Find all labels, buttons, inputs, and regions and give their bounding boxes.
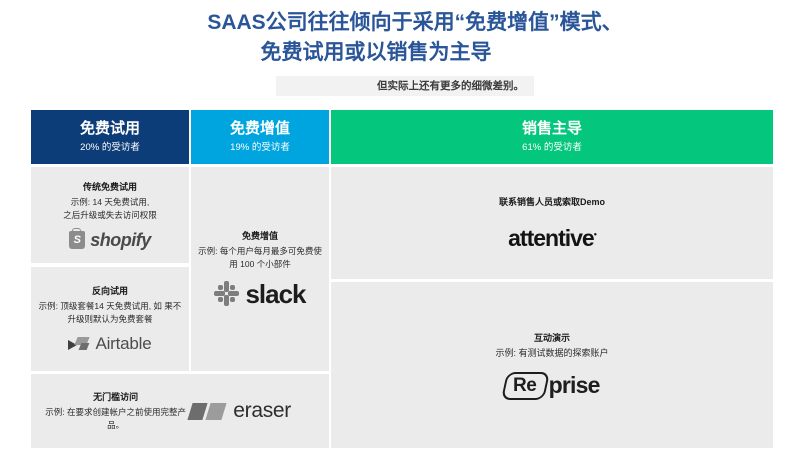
- column-header-title: 免费试用: [79, 119, 140, 137]
- subtitle-banner-wrap: 但实际上还有更多的细微差别。: [0, 76, 810, 96]
- cell-description: 示例: 有测试数据的探索账户: [495, 347, 609, 358]
- cell-description: 示例: 在要求创建帐户之前使用完整产品。: [45, 407, 186, 430]
- page-title-line-1: SAAS公司往往倾向于采用“免费增值”模式、: [207, 11, 623, 34]
- column-header-free-trial: 免费试用 20% 的受访者: [31, 110, 189, 164]
- slack-hash-icon: [214, 281, 240, 307]
- cell-traditional-free-trial: 传统免费试用 示例: 14 天免费试用,之后升级或失去访问权限 shopify: [31, 167, 189, 263]
- cell-heading: 互动演示: [533, 332, 570, 343]
- reprise-logo-label-b: prise: [548, 372, 601, 398]
- cell-freemium: 免费增值 示例: 每个用户每月最多可免费使 用 100 个小部件 slack: [191, 167, 329, 371]
- cell-description: 示例: 顶级套餐14 天免费试用, 如 果不升级则默认为免费套餐: [38, 301, 182, 324]
- cell-interactive-demo: 互动演示 示例: 有测试数据的探索账户 Re prise: [331, 282, 773, 448]
- table-header-row: 免费试用 20% 的受访者 免费增值 19% 的受访者 销售主导 61% 的受访…: [31, 110, 773, 164]
- cell-heading: 反向试用: [91, 286, 128, 296]
- column-header-freemium: 免费增值 19% 的受访者: [191, 110, 329, 164]
- page-title-line-2: 免费试用或以销售为主导: [260, 41, 492, 64]
- column-header-subtitle: 20% 的受访者: [80, 141, 140, 153]
- slack-logo: slack: [214, 278, 307, 310]
- shopify-bag-icon: [69, 228, 86, 249]
- table-body: 传统免费试用 示例: 14 天免费试用,之后升级或失去访问权限 shopify …: [31, 167, 773, 448]
- column-header-subtitle: 19% 的受访者: [230, 141, 290, 153]
- slack-logo-label: slack: [245, 278, 306, 309]
- cell-heading: 无门槛访问: [93, 392, 139, 402]
- column-freemium-cells: 免费增值 示例: 每个用户每月最多可免费使 用 100 个小部件 slack: [191, 167, 329, 371]
- reprise-badge-icon: Re: [501, 371, 551, 400]
- airtable-cube-icon: [68, 336, 91, 352]
- cell-reverse-trial: 反向试用 示例: 顶级套餐14 天免费试用, 如 果不升级则默认为免费套餐 Ai…: [31, 267, 189, 371]
- column-header-title: 免费增值: [229, 119, 290, 137]
- eraser-logo-label: eraser: [233, 399, 291, 422]
- comparison-table: 免费试用 20% 的受访者 免费增值 19% 的受访者 销售主导 61% 的受访…: [31, 110, 773, 448]
- subtitle-banner: 但实际上还有更多的细微差别。: [276, 76, 534, 96]
- reprise-logo-label-a: Re: [513, 374, 537, 396]
- cell-heading: 联系销售人员或索取Demo: [498, 196, 605, 207]
- cell-heading: 免费增值: [241, 230, 278, 241]
- column-header-title: 销售主导: [521, 119, 582, 137]
- left-columns-group: 传统免费试用 示例: 14 天免费试用,之后升级或失去访问权限 shopify …: [31, 167, 329, 448]
- column-sales-led-cells: 联系销售人员或索取Demo attentive• 互动演示 示例: 有测试数据的…: [331, 167, 773, 448]
- airtable-logo-label: Airtable: [95, 334, 152, 353]
- reprise-logo: Re prise: [501, 371, 601, 400]
- cell-description: 示例: 每个用户每月最多可免费使 用 100 个小部件: [198, 245, 322, 269]
- shopify-logo: shopify: [69, 228, 151, 251]
- column-header-subtitle: 61% 的受访者: [522, 141, 582, 153]
- cell-text-group: 无门槛访问 示例: 在要求创建帐户之前使用完整产品。: [31, 390, 190, 432]
- left-columns-top: 传统免费试用 示例: 14 天免费试用,之后升级或失去访问权限 shopify …: [31, 167, 329, 371]
- cell-contact-sales-demo: 联系销售人员或索取Demo attentive•: [331, 167, 773, 279]
- airtable-logo: Airtable: [68, 334, 152, 354]
- registered-mark-icon: •: [593, 228, 597, 239]
- attentive-logo-label: attentive•: [508, 224, 597, 251]
- cell-heading: 传统免费试用: [82, 181, 137, 192]
- cell-no-barrier-access: 无门槛访问 示例: 在要求创建帐户之前使用完整产品。 eraser: [31, 374, 329, 448]
- column-free-trial-cells: 传统免费试用 示例: 14 天免费试用,之后升级或失去访问权限 shopify …: [31, 167, 189, 371]
- eraser-shapes-icon: [187, 402, 227, 420]
- cell-description: 示例: 14 天免费试用,之后升级或失去访问权限: [63, 196, 157, 220]
- shopify-logo-label: shopify: [90, 229, 151, 250]
- column-header-sales-led: 销售主导 61% 的受访者: [331, 110, 773, 164]
- eraser-logo-wrap: eraser: [187, 399, 329, 423]
- slide-title-block: SAAS公司往往倾向于采用“免费增值”模式、 免费试用或以销售为主导: [0, 0, 810, 68]
